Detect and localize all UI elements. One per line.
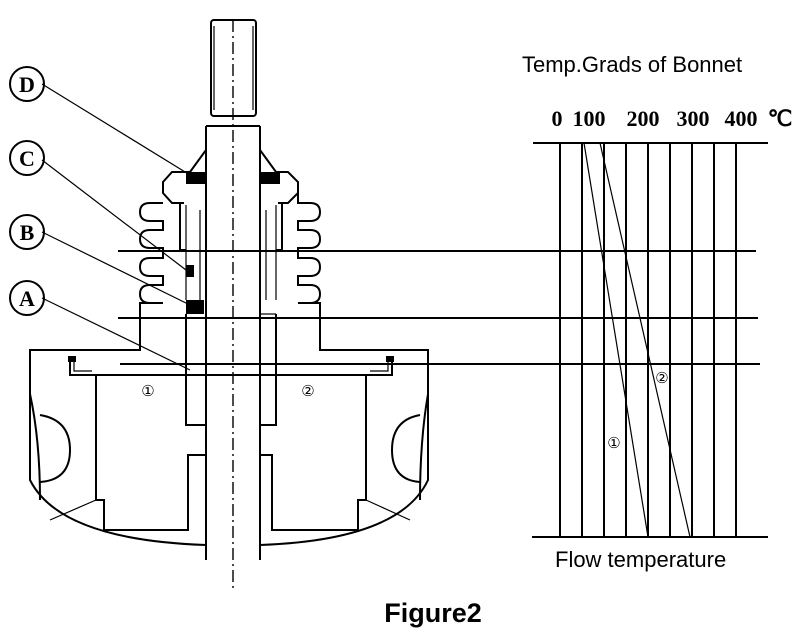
bonnet-body [29, 313, 429, 531]
label-b-marker: B [9, 214, 45, 250]
tick-200: 200 [627, 106, 660, 131]
tick-0: 0 [552, 106, 563, 131]
zone-1-marker: ① [141, 384, 154, 400]
figure-caption: Figure2 [384, 598, 482, 628]
graph-frame [532, 142, 768, 538]
label-leaders [41, 83, 191, 371]
curve-1-marker: ① [607, 436, 620, 452]
valve-body-lower [29, 394, 429, 546]
gradient-curves [583, 142, 691, 538]
label-c: C [19, 146, 35, 171]
label-b: B [20, 220, 35, 245]
curve-2 [599, 142, 691, 538]
graph-title: Temp.Grads of Bonnet [522, 52, 742, 77]
cooling-fins-left [29, 202, 164, 394]
stem [205, 126, 261, 560]
graph-bottom-label: Flow temperature [555, 547, 726, 572]
tick-300: 300 [677, 106, 710, 131]
label-c-marker: C [9, 140, 45, 176]
curve-1 [583, 142, 649, 538]
label-d: D [19, 72, 35, 97]
tick-unit: ℃ [768, 106, 793, 131]
zone-2-marker: ② [301, 384, 314, 400]
label-a-marker: A [9, 280, 45, 316]
label-d-marker: D [9, 66, 45, 102]
graph-tick-labels: 0 100 200 300 400 ℃ [552, 106, 793, 131]
stem-thread [206, 19, 260, 127]
gland-bore [179, 203, 283, 314]
tick-100: 100 [573, 106, 606, 131]
bonnet-top [162, 149, 299, 204]
tick-400: 400 [725, 106, 758, 131]
curve-2-marker: ② [655, 371, 668, 387]
reference-lines [118, 250, 760, 365]
label-a: A [19, 286, 35, 311]
